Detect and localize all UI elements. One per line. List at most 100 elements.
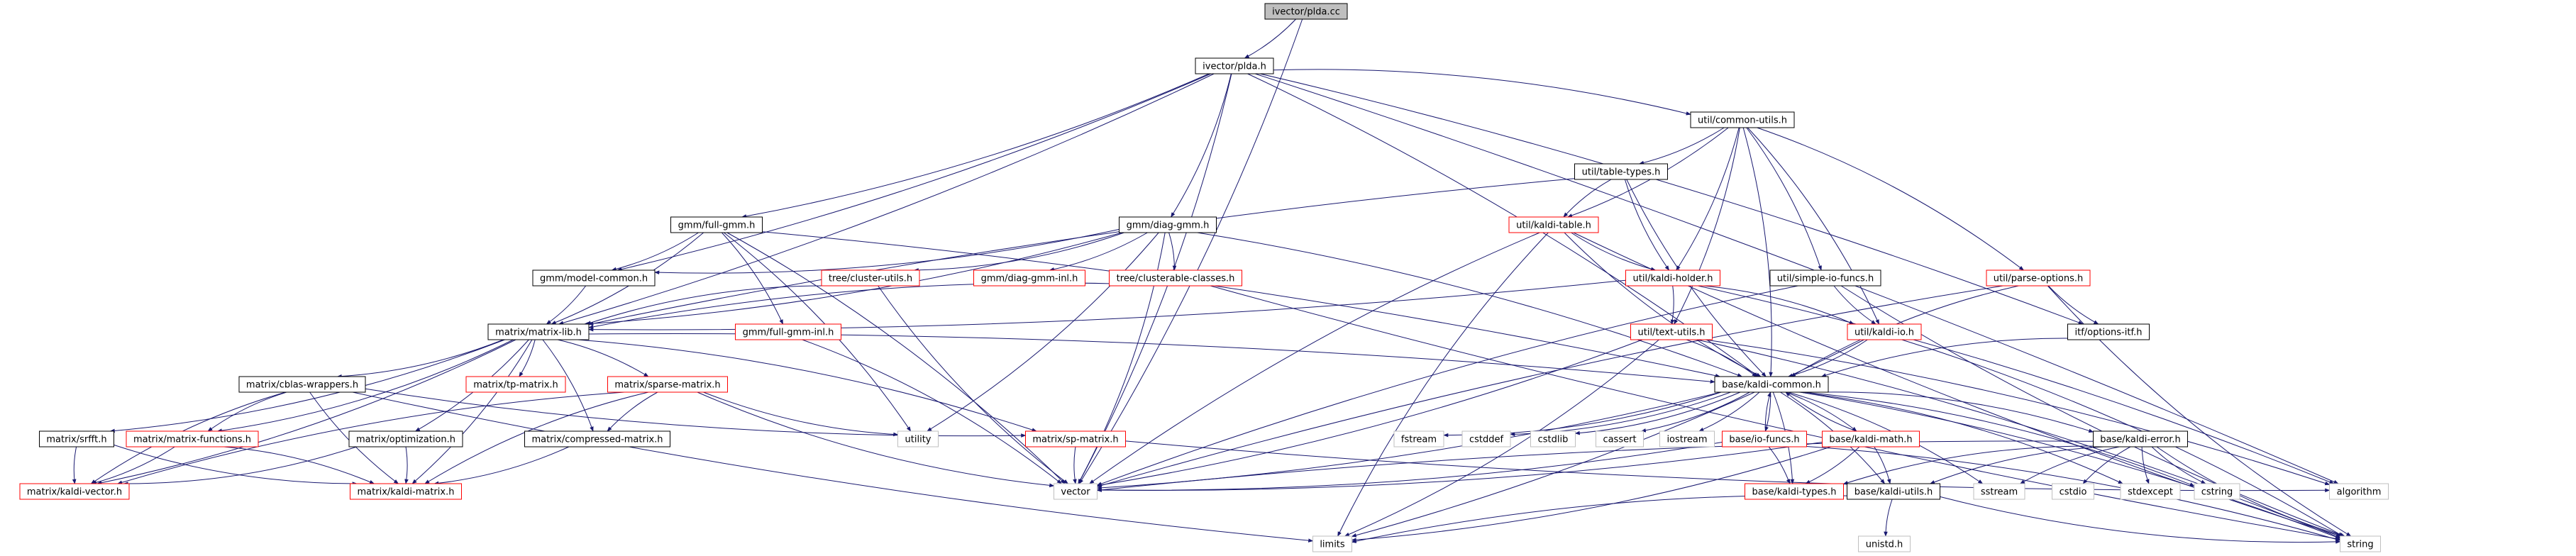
node-full-gmm-inl[interactable]: gmm/full-gmm-inl.h <box>735 323 841 340</box>
node-cluster-utils[interactable]: tree/cluster-utils.h <box>821 269 920 287</box>
node-io-funcs[interactable]: base/io-funcs.h <box>1722 430 1807 447</box>
node-matrix-lib[interactable]: matrix/matrix-lib.h <box>487 323 590 340</box>
include-edge-common_utils-to-parse_options <box>1757 127 2024 271</box>
node-box <box>1025 430 1126 447</box>
node-box <box>126 430 259 447</box>
include-edge-plda_h-to-matrix_lib <box>558 73 1215 325</box>
node-label: util/parse-options.h <box>1994 274 2083 284</box>
include-edge-kaldi_error-to-cstring <box>2151 446 2206 484</box>
include-edge-text_utils-to-string <box>1696 339 2341 538</box>
node-box <box>2067 323 2150 340</box>
node-box <box>1847 483 1940 500</box>
node-label: gmm/diag-gmm-inl.h <box>981 274 1078 284</box>
node-kaldi-io[interactable]: util/kaldi-io.h <box>1847 323 1922 340</box>
node-box <box>1745 483 1844 500</box>
node-box <box>2194 483 2240 500</box>
node-box <box>1109 269 1242 287</box>
node-clusterable[interactable]: tree/clusterable-classes.h <box>1109 269 1242 287</box>
node-label: utility <box>905 435 932 445</box>
node-matrix-functions[interactable]: matrix/matrix-functions.h <box>126 430 259 447</box>
node-full-gmm[interactable]: gmm/full-gmm.h <box>670 216 763 233</box>
node-label: base/kaldi-error.h <box>2100 435 2180 445</box>
include-edge-kaldi_error-to-kaldi_utils <box>1930 446 2104 484</box>
node-box <box>2120 483 2181 500</box>
include-edge-kaldi_holder-to-kaldi_io <box>1703 285 1854 325</box>
node-model-common[interactable]: gmm/model-common.h <box>532 269 656 287</box>
node-label: string <box>2347 540 2373 550</box>
include-edge-common_utils-to-kaldi_common <box>1742 127 1773 377</box>
node-box <box>1530 430 1576 447</box>
include-edge-kaldi_common-to-stdexcept <box>1798 391 2123 484</box>
node-box <box>1119 216 1217 233</box>
node-box <box>607 376 728 393</box>
node-table-types[interactable]: util/table-types.h <box>1574 163 1668 180</box>
node-optimization[interactable]: matrix/optimization.h <box>348 430 463 447</box>
node-algorithm: algorithm <box>2329 483 2389 500</box>
node-box <box>1858 535 1911 552</box>
include-edge-kaldi_error-to-cstdio <box>2082 446 2131 484</box>
node-sp-matrix[interactable]: matrix/sp-matrix.h <box>1025 430 1126 447</box>
node-sparse-matrix[interactable]: matrix/sparse-matrix.h <box>607 376 728 393</box>
include-edge-parse_options-to-vector <box>1096 285 2003 488</box>
node-label: cstdio <box>2060 487 2087 498</box>
node-box <box>2329 483 2389 500</box>
include-edge-cblas-to-limits <box>352 391 1314 543</box>
node-label: util/kaldi-table.h <box>1516 221 1591 231</box>
include-edge-sparse_matrix-to-kaldi_vector <box>117 391 625 484</box>
include-edge-root-to-plda_h <box>1244 18 1296 59</box>
node-label: limits <box>1320 540 1345 550</box>
node-label: tree/cluster-utils.h <box>829 274 912 284</box>
node-simple-io[interactable]: util/simple-io-funcs.h <box>1769 269 1881 287</box>
node-kaldi-types[interactable]: base/kaldi-types.h <box>1745 483 1844 500</box>
node-parse-options[interactable]: util/parse-options.h <box>1986 269 2091 287</box>
include-edge-matrix_lib-to-tp_matrix <box>519 339 536 377</box>
include-edge-kaldi_utils-to-limits <box>1351 494 1847 543</box>
node-compressed[interactable]: matrix/compressed-matrix.h <box>524 430 670 447</box>
node-box <box>1986 269 2091 287</box>
node-box <box>2052 483 2094 500</box>
node-kaldi-utils[interactable]: base/kaldi-utils.h <box>1847 483 1940 500</box>
node-limits: limits <box>1312 535 1352 552</box>
include-edge-kaldi_io-to-kaldi_common <box>1787 339 1868 377</box>
node-box <box>487 323 590 340</box>
include-edge-kaldi_utils-to-unistd <box>1884 499 1893 537</box>
node-kaldi-holder[interactable]: util/kaldi-holder.h <box>1625 269 1720 287</box>
node-srfft[interactable]: matrix/srfft.h <box>39 430 114 447</box>
include-edge-kaldi_math-to-kaldi_types <box>1805 446 1860 484</box>
node-tp-matrix[interactable]: matrix/tp-matrix.h <box>465 376 566 393</box>
node-label: unistd.h <box>1866 540 1903 550</box>
node-box <box>1973 483 2025 500</box>
node-kaldi-error[interactable]: base/kaldi-error.h <box>2093 430 2188 447</box>
node-text-utils[interactable]: util/text-utils.h <box>1630 323 1713 340</box>
node-diag-gmm-inl[interactable]: gmm/diag-gmm-inl.h <box>973 269 1085 287</box>
include-edge-text_utils-to-vector <box>1096 339 1643 487</box>
include-edge-sparse_matrix-to-vector <box>697 391 1055 488</box>
node-kaldi-table[interactable]: util/kaldi-table.h <box>1508 216 1599 233</box>
include-edge-kaldi_holder-to-text_utils <box>1670 285 1675 325</box>
node-label: cstring <box>2201 487 2233 498</box>
node-common-utils[interactable]: util/common-utils.h <box>1690 111 1795 128</box>
node-kaldi-matrix[interactable]: matrix/kaldi-matrix.h <box>350 483 462 500</box>
node-box <box>1195 57 1274 74</box>
node-options-itf[interactable]: itf/options-itf.h <box>2067 323 2150 340</box>
node-label: gmm/full-gmm-inl.h <box>743 328 834 338</box>
node-kaldi-math[interactable]: base/kaldi-math.h <box>1822 430 1920 447</box>
include-edge-sparse_matrix-to-kaldi_matrix <box>424 391 649 484</box>
node-diag-gmm[interactable]: gmm/diag-gmm.h <box>1119 216 1217 233</box>
include-edge-diag_gmm-to-kaldi_common <box>1197 232 1743 377</box>
include-edge-matrix_lib-to-kaldi_vector <box>96 339 516 485</box>
include-edge-kaldi_common-to-kaldi_error <box>1824 391 2094 433</box>
include-edge-kaldi_table-to-kaldi_holder <box>1571 232 1657 272</box>
node-cblas[interactable]: matrix/cblas-wrappers.h <box>238 376 366 393</box>
node-label: gmm/model-common.h <box>540 274 648 284</box>
include-edge-parse_options-to-kaldi_common <box>1790 285 2019 377</box>
node-kaldi-vector[interactable]: matrix/kaldi-vector.h <box>19 483 130 500</box>
node-label: base/kaldi-common.h <box>1722 380 1821 391</box>
node-root[interactable]: ivector/plda.cc <box>1264 3 1348 20</box>
include-edge-sp_matrix-to-vector <box>1073 446 1077 484</box>
include-edge-options_itf-to-kaldi_common <box>1820 338 2068 377</box>
node-kaldi-common[interactable]: base/kaldi-common.h <box>1714 376 1829 393</box>
include-edge-plda_h-to-diag_gmm <box>1171 73 1232 218</box>
include-edge-parse_options-to-options_itf <box>2047 285 2099 325</box>
node-plda-h[interactable]: ivector/plda.h <box>1195 57 1274 74</box>
